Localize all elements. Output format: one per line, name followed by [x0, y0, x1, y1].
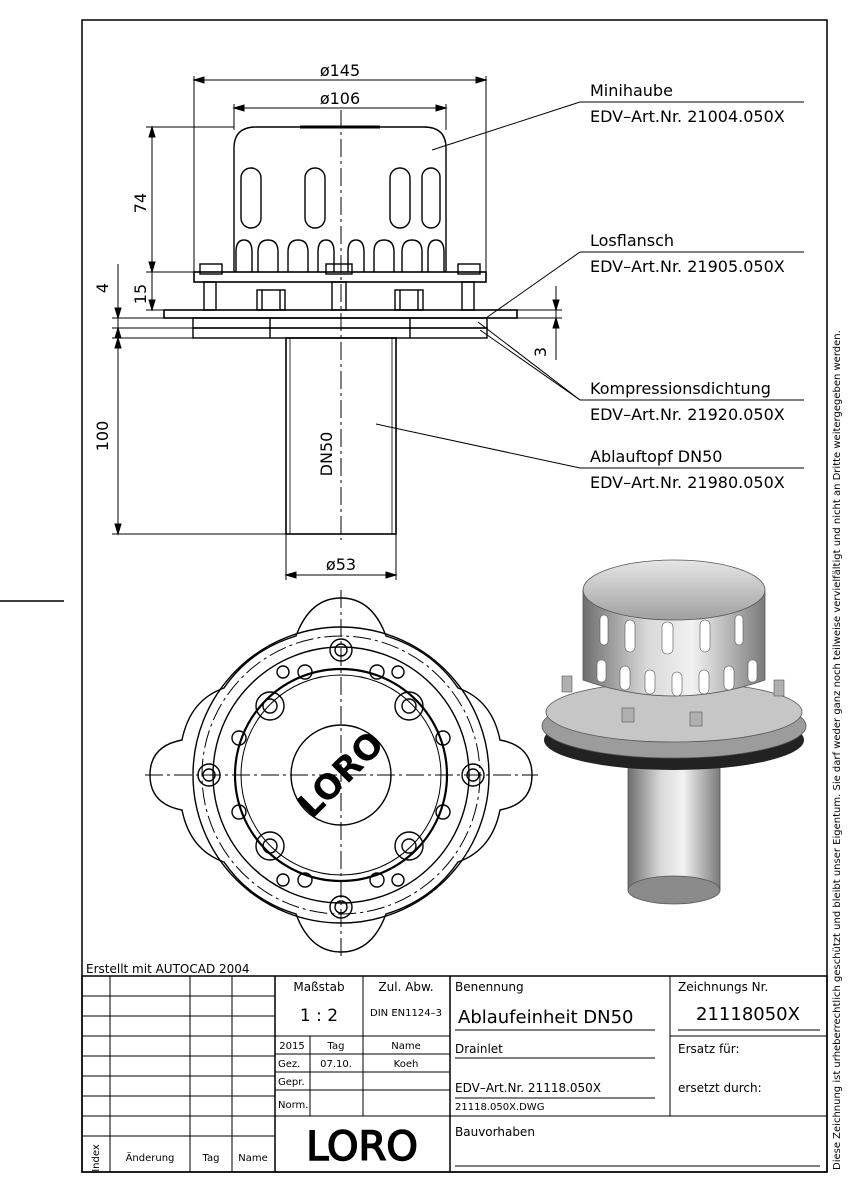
dimension-lines [112, 76, 562, 580]
rev-name-label: Name [238, 1153, 268, 1164]
title-block [81, 975, 828, 1173]
ersetzt-durch-label: ersetzt durch: [678, 1081, 762, 1095]
plan-center-lines [145, 590, 538, 960]
massstab-label: Maßstab [293, 980, 344, 994]
dim-d53: ø53 [326, 555, 356, 574]
gez-tag: 07.10. [320, 1059, 352, 1070]
norm-label: Norm. [278, 1100, 308, 1111]
rev-index-label: Index [91, 1144, 102, 1172]
rev-aenderung-label: Änderung [126, 1151, 175, 1164]
part-art-minihaube: EDV–Art.Nr. 21004.050X [590, 107, 785, 126]
created-with-note: Erstellt mit AUTOCAD 2004 [86, 962, 250, 976]
dim-h74: 74 [131, 193, 150, 213]
name-label: Name [391, 1041, 421, 1052]
part-name-kompressionsdichtung: Kompressionsdichtung [590, 379, 771, 398]
bauvorhaben-label: Bauvorhaben [455, 1125, 535, 1139]
part-name-losflansch: Losflansch [590, 231, 674, 250]
year: 2015 [279, 1041, 304, 1052]
part-name-ablauftopf: Ablauftopf DN50 [590, 447, 722, 466]
benennung-value: Ablaufeinheit DN50 [458, 1007, 634, 1028]
zeichnungs-nr-label: Zeichnungs Nr. [678, 980, 768, 994]
zeichnungs-nr-value: 21118050X [696, 1004, 800, 1025]
dim-d145: ø145 [320, 61, 360, 80]
massstab-value: 1 : 2 [300, 1006, 338, 1026]
dim-h100: 100 [93, 421, 112, 452]
part-art-ablauftopf: EDV–Art.Nr. 21980.050X [590, 473, 785, 492]
copyright-side-note: Diese Zeichnung ist urheberrechtlich ges… [832, 330, 843, 1170]
rev-tag-label: Tag [202, 1153, 220, 1164]
part-art-kompressionsdichtung: EDV–Art.Nr. 21920.050X [590, 405, 785, 424]
zul-abw-label: Zul. Abw. [378, 980, 433, 994]
zul-abw-value: DIN EN1124–3 [370, 1008, 442, 1019]
ersatz-fuer-label: Ersatz für: [678, 1042, 740, 1056]
dim-h3: 3 [531, 347, 550, 357]
gez-label: Gez. [278, 1059, 300, 1070]
drainlet-label: Drainlet [455, 1042, 503, 1056]
minihaube-hood [233, 126, 447, 272]
loro-logo: LORO [306, 1124, 418, 1170]
part-name-minihaube: Minihaube [590, 81, 673, 100]
part-art-losflansch: EDV–Art.Nr. 21905.050X [590, 257, 785, 276]
gez-name: Koeh [394, 1059, 419, 1070]
benennung-label: Benennung [455, 980, 524, 994]
edv-art-nr: EDV–Art.Nr. 21118.050X [455, 1081, 601, 1095]
dimension-labels: ø145 ø106 ø53 74 15 4 100 3 DN50 [93, 61, 550, 574]
product-render [541, 559, 807, 905]
dwg-filename: 21118.050X.DWG [455, 1102, 544, 1113]
dim-d106: ø106 [320, 89, 360, 108]
gepr-label: Gepr. [278, 1077, 305, 1088]
dim-h4: 4 [93, 283, 112, 293]
title-block-text: Maßstab 1 : 2 Zul. Abw. DIN EN1124–3 Ben… [91, 980, 800, 1172]
dim-dn50: DN50 [317, 432, 336, 477]
part-labels: Minihaube EDV–Art.Nr. 21004.050X Losflan… [590, 81, 785, 492]
leader-lines [375, 101, 804, 469]
dim-h15: 15 [131, 284, 150, 304]
tag-label: Tag [327, 1041, 345, 1052]
